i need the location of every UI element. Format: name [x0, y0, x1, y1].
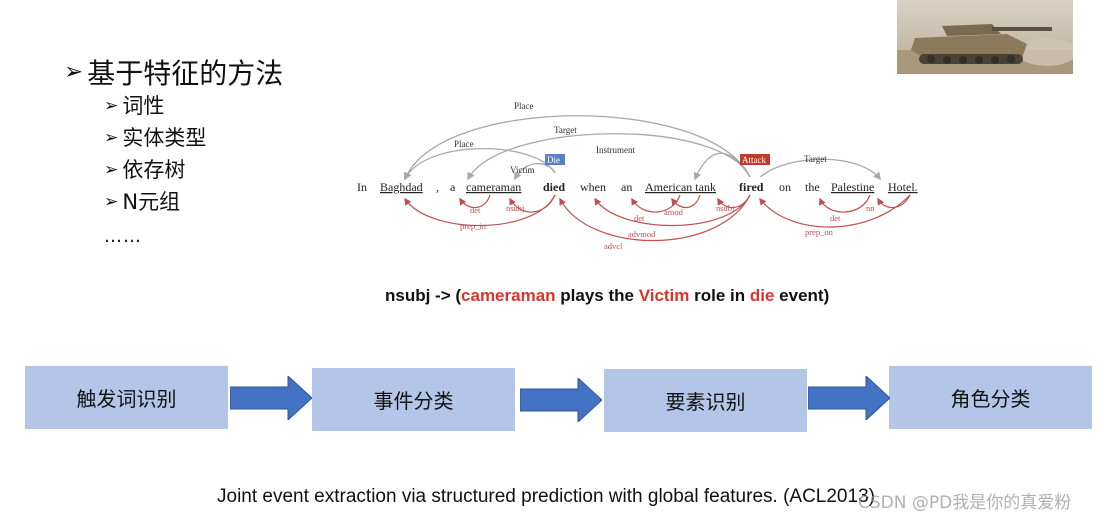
caption-highlight: die: [749, 286, 775, 305]
dep-arc-nn: [877, 194, 911, 209]
dep-label-det: det: [470, 205, 481, 215]
bullet-arrow-icon: ➢: [104, 96, 119, 116]
dependency-graph: Place Target Place Victim Instrument Tar…: [357, 101, 918, 251]
bullet-arrow-icon: ➢: [104, 192, 119, 212]
dep-arc-det3: [819, 194, 871, 213]
role-label-place: Place: [454, 139, 474, 149]
attack-trigger-label: Attack: [742, 155, 766, 165]
dep-label-det2: det: [634, 213, 645, 223]
caption-text: nsubj -> (: [385, 286, 462, 305]
word: an: [621, 180, 632, 194]
dep-label-prep-in: prep_in: [460, 221, 487, 231]
die-trigger-tag: [545, 154, 565, 165]
dep-arc-prep-in: [404, 194, 556, 227]
sub-bullet-list: ➢ 词性 ➢ 实体类型 ➢ 依存树 ➢ N元组: [104, 90, 206, 218]
pipeline-step-label: 角色分类: [950, 387, 1031, 411]
right-arrow-icon: [808, 376, 890, 420]
caption-text: event): [774, 286, 830, 305]
sub-bullet-item: ➢ 实体类型: [104, 122, 206, 154]
dep-label-advcl: advcl: [604, 241, 623, 251]
word: when: [580, 180, 606, 194]
right-arrow-icon: [230, 376, 312, 420]
main-bullet-text: 基于特征的方法: [87, 57, 284, 90]
role-arc-place-top: [403, 115, 751, 181]
main-bullet: ➢ 基于特征的方法: [64, 52, 283, 92]
dep-arc-advcl: [559, 194, 751, 242]
dep-label-det3: det: [830, 213, 841, 223]
word: died: [543, 180, 565, 194]
word: a: [450, 180, 456, 194]
role-label-target-top: Target: [554, 125, 577, 135]
ellipsis: ……: [104, 226, 142, 247]
pipeline-step-event-classification: 事件分类: [312, 368, 515, 431]
word: the: [805, 180, 820, 194]
dep-label-prep-on: prep_on: [805, 227, 834, 237]
role-label-target-right: Target: [804, 154, 827, 164]
sub-bullet-text: 依存树: [122, 158, 186, 182]
bullet-arrow-icon: ➢: [64, 59, 84, 85]
pipeline-step-argument-identification: 要素识别: [604, 369, 807, 432]
dep-arc-advmod: [594, 194, 751, 227]
pipeline-step-label: 触发词识别: [76, 387, 177, 411]
pipeline-step-trigger-identification: 触发词识别: [25, 366, 228, 429]
word: Palestine: [831, 180, 874, 194]
attack-trigger-tag: [740, 154, 770, 165]
pipeline-step-label: 事件分类: [373, 389, 454, 413]
role-arc-place: [404, 147, 556, 181]
bullet-arrow-icon: ➢: [104, 128, 119, 148]
dependency-diagram: Place Target Place Victim Instrument Tar…: [350, 95, 940, 255]
caption-highlight: Victim: [638, 286, 690, 305]
die-trigger-label: Die: [547, 155, 560, 165]
dep-arc-det: [459, 194, 491, 209]
dep-label-amod: amod: [664, 207, 684, 217]
dep-label-advmod: advmod: [628, 229, 656, 239]
sub-bullet-item: ➢ 依存树: [104, 154, 206, 186]
caption-highlight: cameraman: [461, 286, 556, 305]
dep-arc-amod: [671, 194, 701, 209]
sub-bullet-text: 实体类型: [122, 126, 207, 150]
word: ,: [436, 180, 439, 194]
tank-photo: [897, 0, 1073, 74]
role-label-victim: Victim: [510, 165, 534, 175]
role-arc-instrument: [693, 152, 751, 181]
sub-bullet-text: N元组: [122, 190, 181, 214]
role-arc-victim: [514, 162, 556, 181]
role-arc-target-right: [759, 158, 881, 181]
dep-arc-prep-on: [759, 194, 911, 228]
dep-label-nsubj2: nsubj: [716, 203, 734, 213]
watermark: CSDN @PD我是你的真爱粉: [858, 493, 1072, 513]
word: fired: [739, 180, 764, 194]
dep-label-nn: nn: [866, 203, 875, 213]
pipeline-step-label: 要素识别: [665, 390, 746, 414]
right-arrow-icon: [520, 378, 602, 422]
word: American tank: [645, 180, 716, 194]
word: on: [779, 180, 791, 194]
sub-bullet-item: ➢ N元组: [104, 186, 206, 218]
word: In: [357, 180, 367, 194]
sub-bullet-text: 词性: [122, 94, 165, 118]
pipeline-step-role-classification: 角色分类: [889, 366, 1092, 429]
dep-label-nsubj: nsubj: [506, 203, 524, 213]
word: Baghdad: [380, 180, 423, 194]
word: cameraman: [466, 180, 521, 194]
bullet-arrow-icon: ➢: [104, 160, 119, 180]
role-arc-target-top: [467, 133, 751, 181]
role-label-place-top: Place: [514, 101, 534, 111]
caption-text: role in: [689, 286, 750, 305]
word: Hotel.: [888, 180, 918, 194]
caption-text: plays the: [555, 286, 639, 305]
tank-image: [897, 0, 1073, 74]
diagram-caption: nsubj -> (cameraman plays the Victim rol…: [385, 286, 829, 306]
role-label-instrument: Instrument: [596, 145, 635, 155]
sub-bullet-item: ➢ 词性: [104, 90, 206, 122]
footer-citation: Joint event extraction via structured pr…: [217, 486, 875, 507]
